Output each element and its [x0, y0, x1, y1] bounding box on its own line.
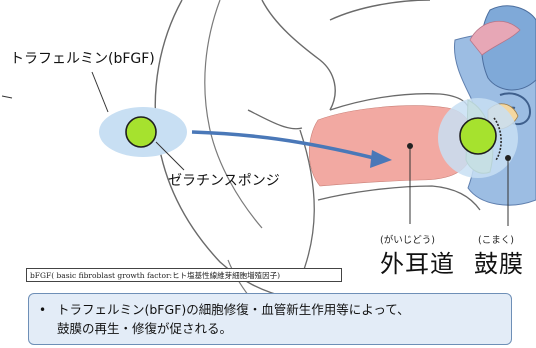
summary-line-1: トラフェルミン(bFGF)の細胞修復・血管新生作用等によって、 — [57, 300, 410, 319]
tympanic-label: 鼓膜 — [474, 244, 524, 279]
bullet-icon: • — [39, 301, 46, 320]
ear-canal-label: 外耳道 — [380, 244, 455, 279]
drug-label: トラフェルミン(bFGF) — [10, 48, 155, 68]
definition-note: bFGF( basic fibroblast growth factor:ヒト塩… — [26, 268, 342, 282]
summary-box: • トラフェルミン(bFGF)の細胞修復・血管新生作用等によって、 鼓膜の再生・… — [28, 293, 512, 345]
gelatin-sponge-ball — [126, 117, 156, 147]
pinna-inner-fold — [205, 0, 262, 228]
skull-outline — [330, 0, 430, 20]
leader-tympanic-dot — [505, 155, 511, 161]
leader-canal-dot — [407, 143, 413, 149]
canal-lower-wall — [318, 186, 480, 210]
pinna-helix — [262, 0, 335, 110]
concha-curve — [248, 110, 302, 129]
pinna-outline — [155, 0, 290, 298]
leader-drug — [92, 72, 108, 112]
margin-tick — [2, 96, 12, 98]
eardrum-sponge-ball — [460, 118, 496, 154]
summary-line-2: 鼓膜の再生・修復が促される。 — [57, 319, 232, 338]
sponge-label: ゼラチンスポンジ — [168, 170, 280, 190]
